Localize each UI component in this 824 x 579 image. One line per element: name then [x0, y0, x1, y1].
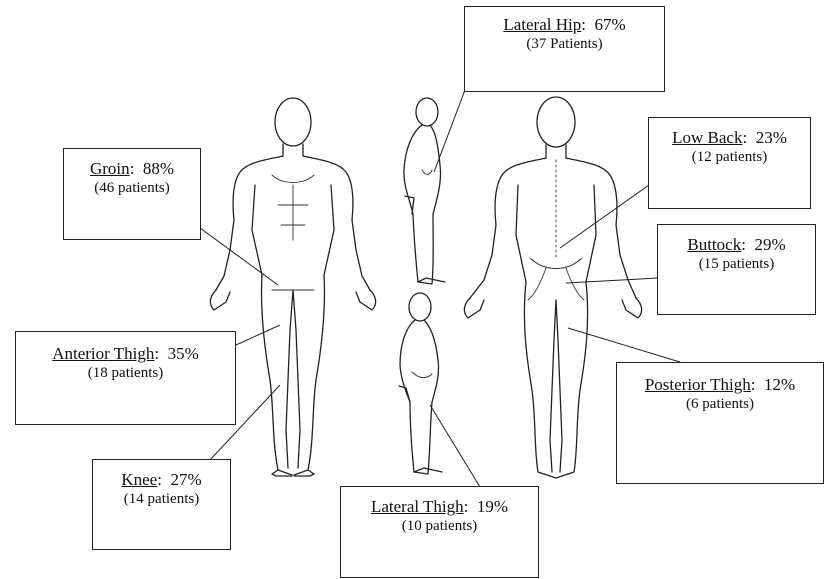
callout-knee: Knee: 27% (14 patients) [92, 459, 231, 550]
leader-anterior-thigh [236, 325, 280, 345]
percent-value: 12% [764, 375, 795, 394]
patient-count: (37 Patients) [465, 35, 664, 54]
region-label: Knee [121, 470, 157, 489]
percent-value: 88% [143, 159, 174, 178]
region-label: Low Back [672, 128, 742, 147]
region-label: Lateral Thigh [371, 497, 464, 516]
leader-lateral-hip [434, 90, 465, 172]
patient-count: (15 patients) [658, 255, 815, 274]
percent-value: 19% [477, 497, 508, 516]
leader-buttock [566, 278, 658, 283]
leader-lateral-thigh [430, 405, 480, 487]
callout-lateral-hip: Lateral Hip: 67% (37 Patients) [464, 6, 665, 92]
leader-groin [200, 228, 278, 285]
side-body-figure-lower [399, 293, 442, 474]
patient-count: (10 patients) [341, 517, 538, 536]
region-label: Posterior Thigh [645, 375, 751, 394]
callout-groin: Groin: 88% (46 patients) [63, 148, 201, 240]
region-label: Anterior Thigh [52, 344, 154, 363]
region-label: Groin [90, 159, 130, 178]
patient-count: (14 patients) [93, 490, 230, 509]
patient-count: (46 patients) [64, 179, 200, 198]
percent-value: 27% [170, 470, 201, 489]
callout-low-back: Low Back: 23% (12 patients) [648, 117, 811, 209]
leader-lines [200, 90, 680, 487]
patient-count: (18 patients) [16, 364, 235, 383]
side-body-figure-upper [404, 98, 445, 284]
region-label: Lateral Hip [503, 15, 581, 34]
percent-value: 67% [594, 15, 625, 34]
percent-value: 35% [168, 344, 199, 363]
patient-count: (6 patients) [617, 395, 823, 414]
callout-posterior-thigh: Posterior Thigh: 12% (6 patients) [616, 362, 824, 484]
callout-anterior-thigh: Anterior Thigh: 35% (18 patients) [15, 331, 236, 425]
patient-count: (12 patients) [649, 148, 810, 167]
callout-buttock: Buttock: 29% (15 patients) [657, 224, 816, 315]
percent-value: 29% [754, 235, 785, 254]
region-label: Buttock [687, 235, 741, 254]
percent-value: 23% [756, 128, 787, 147]
callout-lateral-thigh: Lateral Thigh: 19% (10 patients) [340, 486, 539, 578]
leader-low-back [560, 185, 649, 248]
